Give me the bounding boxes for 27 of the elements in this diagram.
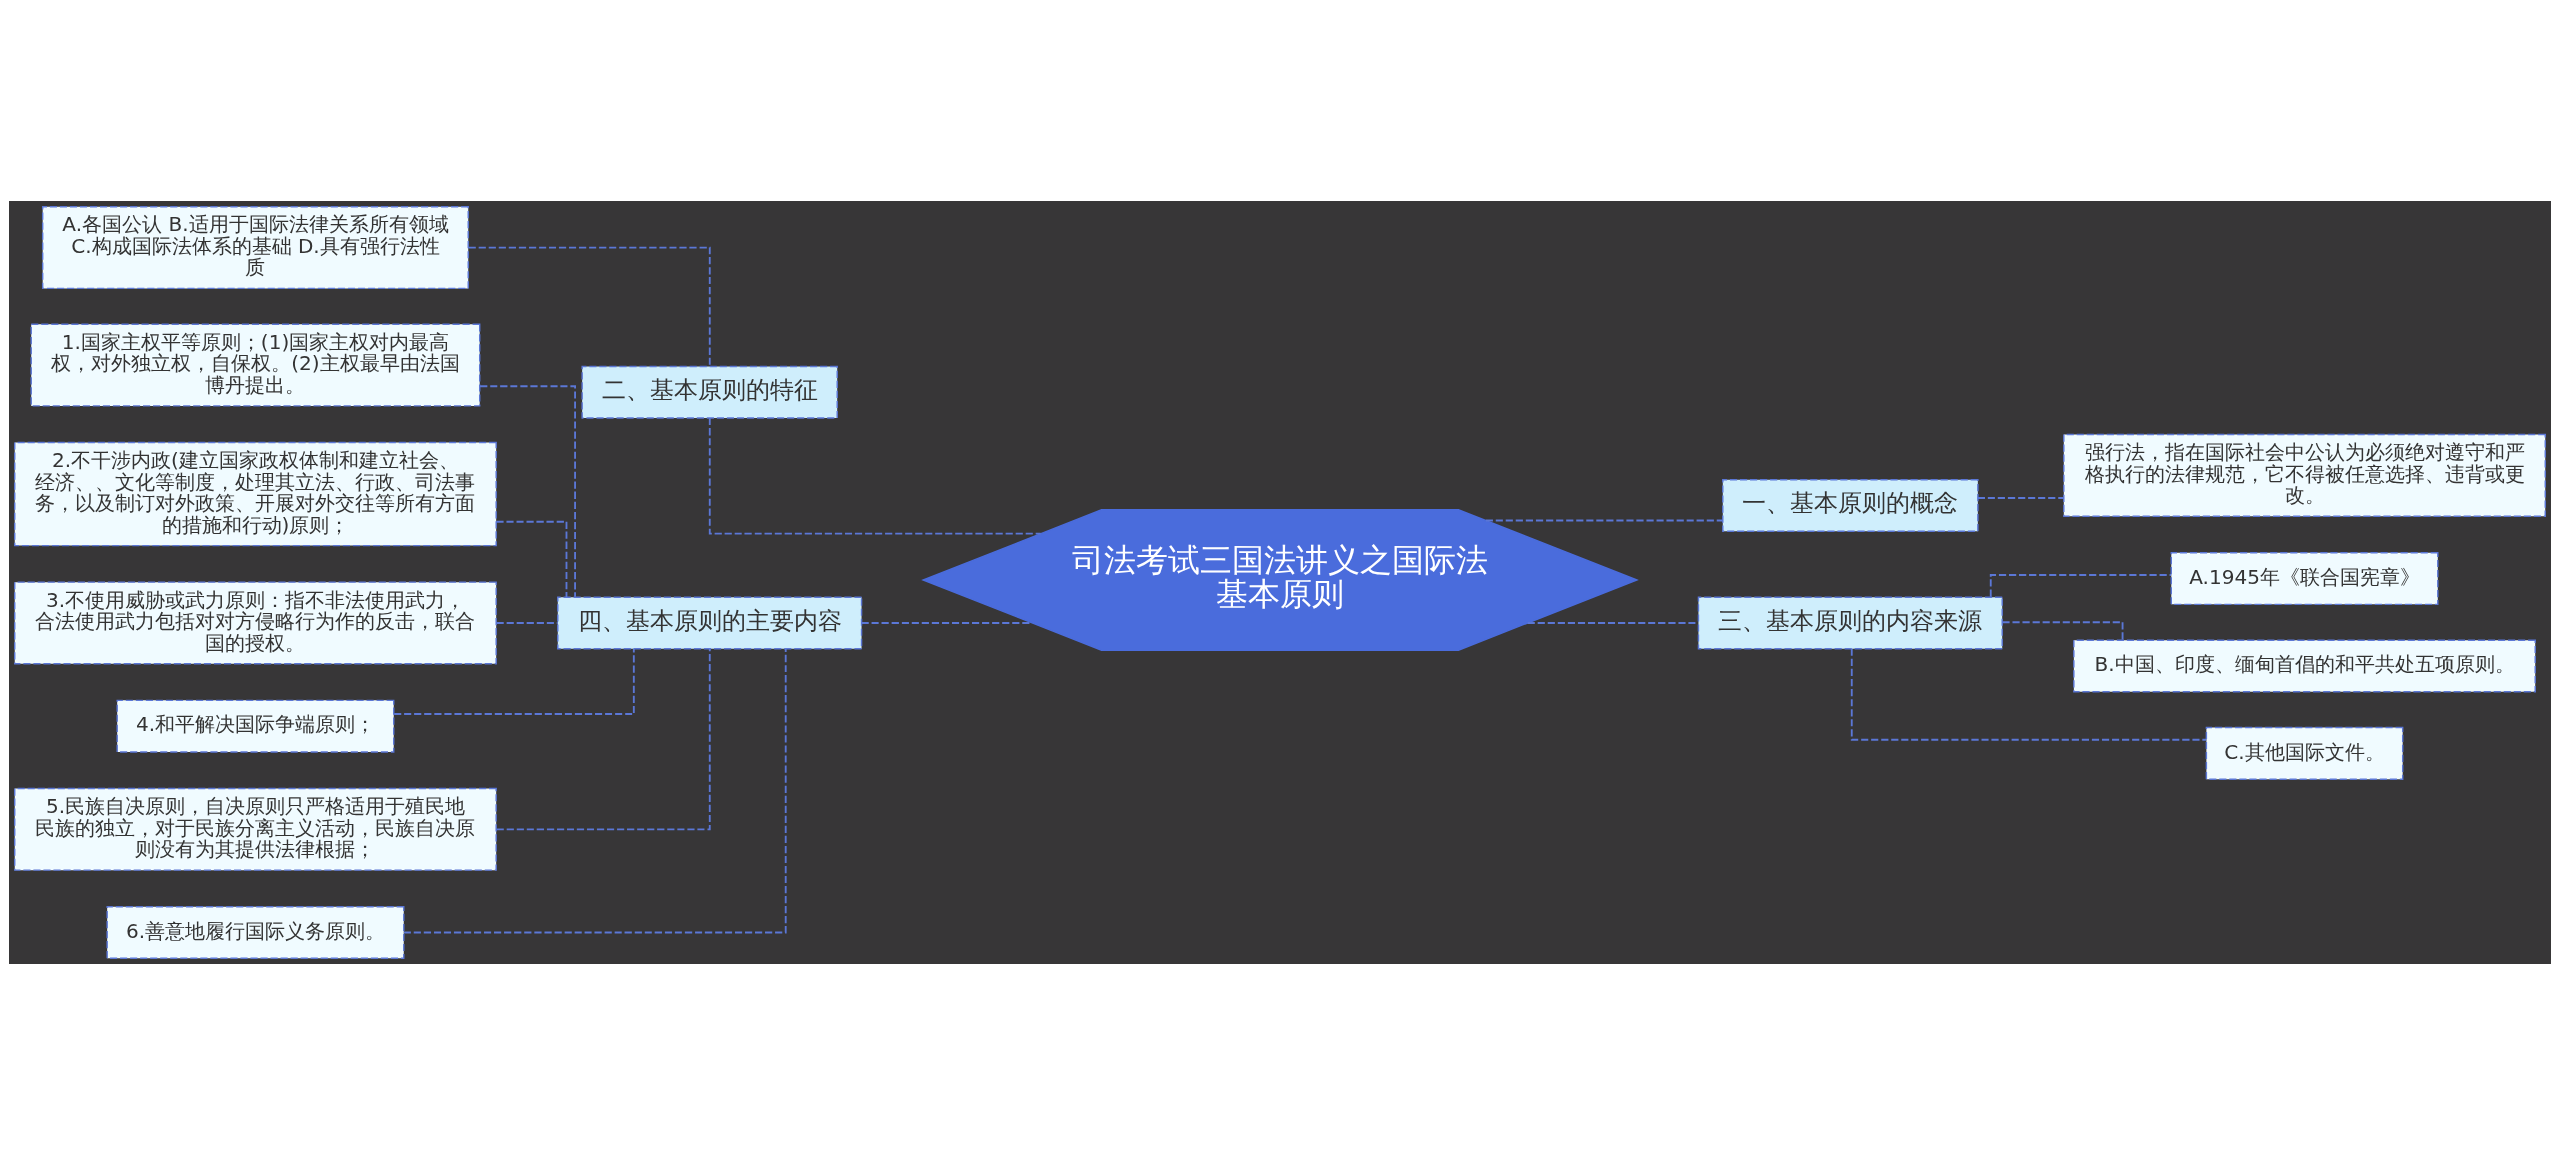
node-box: A.1945年《联合国宪章》 (2170, 551, 2439, 605)
connector (708, 416, 1042, 535)
node-box: 二、基本原则的特征 (581, 365, 838, 419)
connector (1850, 647, 2208, 741)
connector (1989, 573, 2172, 598)
node-box: 4.和平解决国际争端原则； (116, 699, 395, 753)
connector (402, 647, 787, 933)
node-box: 5.民族自决原则，自决原则只严格适用于殖民地民族的独立，对于民族分离主义活动，民族自决原则没有为其提供法律根据； (14, 787, 497, 871)
connector (393, 647, 635, 715)
connector (495, 621, 559, 624)
connector (495, 520, 568, 598)
connector (467, 246, 711, 367)
node-box: 1.国家主权平等原则；(1)国家主权对内最高权，对外独立权，自保权。(2)主权最早由法国博丹提出。 (30, 323, 481, 407)
node-box: A.各国公认 B.适用于国际法律关系所有领域 C.构成国际法体系的基础 D.具有强行法性质 (41, 205, 469, 289)
node-box: 三、基本原则的内容来源 (1697, 595, 2003, 649)
connector (1484, 519, 1724, 521)
node-box: C.其他国际文件。 (2205, 726, 2404, 780)
node-box: 四、基本原则的主要内容 (557, 595, 863, 649)
connector (495, 647, 711, 830)
node-box: 强行法，指在国际社会中公认为必须绝对遵守和严格执行的法律规范，它不得被任意选择、违背或更改。 (2063, 433, 2546, 517)
node-box: B.中国、印度、缅甸首倡的和平共处五项原则。 (2073, 638, 2536, 692)
node-box: 一、基本原则的概念 (1722, 478, 1979, 532)
connector (1977, 496, 2065, 499)
node-box: 2.不干涉内政(建立国家政权体制和建立社会、经济、、文化等制度，处理其立法、行政、司法事务，以及制订对外政策、开展对外交往等所有方面的措施和行动)原则； (14, 441, 497, 546)
node-box: 3.不使用威胁或武力原则：指不非法使用武力，合法使用武力包括对对方侵略行为作的反击，联合国的授权。 (14, 580, 497, 665)
connector (479, 384, 576, 598)
node-box: 6.善意地履行国际义务原则。 (106, 905, 405, 959)
